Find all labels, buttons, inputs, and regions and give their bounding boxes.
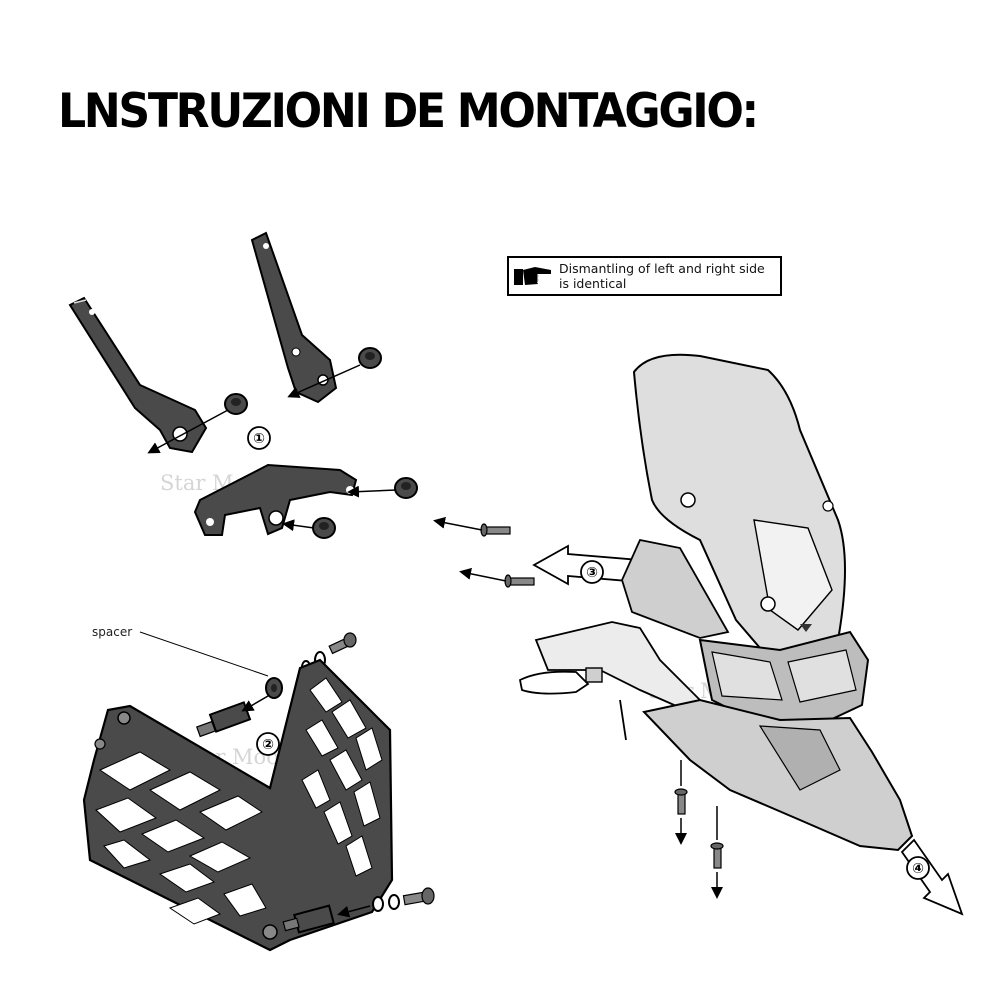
bracket-nut-2 [358, 347, 382, 369]
arrow-3b [459, 567, 507, 582]
note-text: Dismantling of left and right side is id… [559, 261, 779, 291]
mount-bracket [193, 463, 358, 536]
note-box: Dismantling of left and right side is id… [507, 256, 782, 296]
arrow-2b [337, 905, 371, 918]
step-3-marker: ③ [580, 560, 604, 584]
headlight-guard [82, 658, 394, 952]
mount-nut-1 [394, 477, 418, 499]
arrow-2a [241, 695, 269, 712]
step-4-marker: ④ [906, 856, 930, 880]
svg-text:③: ③ [586, 565, 598, 581]
bottom-bolt [402, 887, 435, 906]
arrow-1d [282, 519, 315, 532]
arrow-1c [347, 485, 397, 498]
screw-3b [504, 574, 535, 588]
mount-nut-2 [312, 517, 336, 539]
step-2-marker: ② [256, 732, 280, 756]
bottom-washer-1 [372, 896, 384, 912]
screw-4a [674, 788, 688, 815]
page-title: LNSTRUZIONI DE MONTAGGIO: [58, 84, 759, 139]
motorcycle-front [518, 353, 914, 852]
left-bracket [68, 296, 208, 454]
screw-4b [710, 842, 724, 869]
spacer-label: spacer [92, 625, 132, 639]
bottom-standoff [282, 904, 335, 934]
note-line-2: is identical [559, 276, 627, 291]
svg-text:②: ② [262, 737, 274, 753]
step-1-marker: ① [247, 426, 271, 450]
pointing-hand-icon [514, 267, 551, 285]
screw-3a [480, 523, 511, 537]
top-bolt [328, 632, 357, 655]
spacer-leader-line [139, 631, 269, 677]
top-standoff [196, 701, 252, 738]
bracket-nut-1 [224, 393, 248, 415]
bottom-washer-2 [388, 894, 400, 910]
arrow-3a [433, 516, 483, 531]
right-bracket [250, 231, 338, 404]
note-line-1: Dismantling of left and right side [559, 261, 765, 276]
spacer-part [265, 677, 283, 699]
arrow-1a [147, 409, 229, 454]
svg-text:①: ① [253, 431, 265, 447]
svg-text:④: ④ [912, 861, 924, 877]
arrow-1b [287, 364, 361, 398]
